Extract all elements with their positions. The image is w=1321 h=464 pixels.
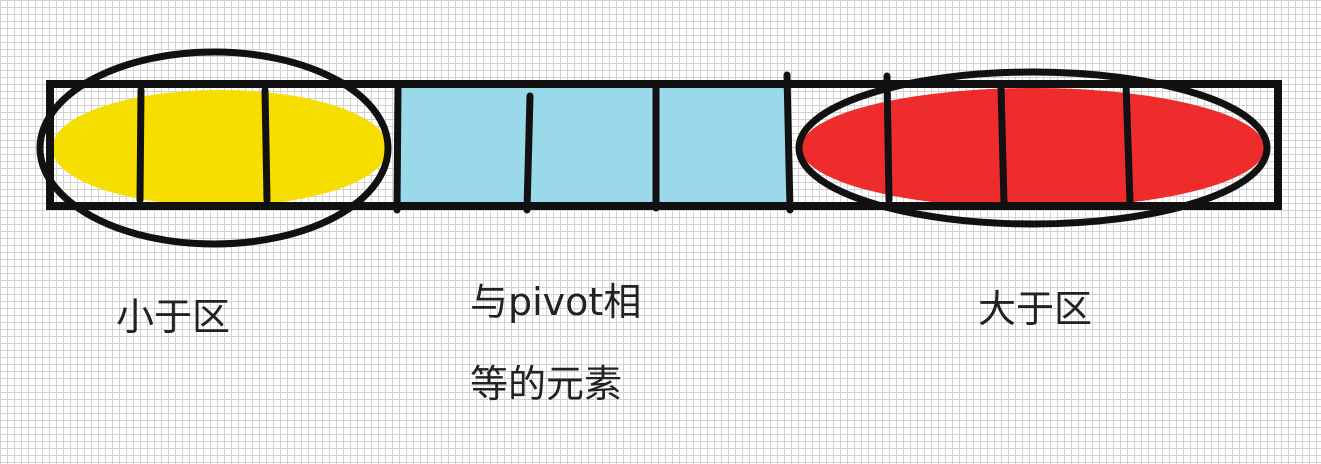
less-zone-outline	[36, 48, 392, 248]
greater-zone-fill	[801, 88, 1265, 208]
divider-9	[1122, 80, 1134, 206]
divider-6	[783, 71, 794, 214]
less-zone-fill	[52, 90, 388, 206]
greater-zone-outline	[795, 68, 1271, 228]
divider-3	[393, 81, 402, 214]
less-zone-label: 小于区	[116, 295, 231, 339]
equal-zone-fill	[398, 88, 786, 204]
divider-8	[997, 82, 1008, 208]
array-outline	[46, 80, 1282, 210]
divider-7	[883, 72, 893, 204]
cell-dividers	[136, 71, 1134, 214]
equal-zone-label-line1: 与pivot相	[470, 280, 642, 324]
greater-zone-label: 大于区	[978, 287, 1093, 331]
divider-4	[523, 92, 534, 214]
equal-zone-label-line2: 等的元素	[470, 362, 623, 406]
divider-1	[136, 86, 145, 204]
divider-2	[261, 86, 271, 204]
